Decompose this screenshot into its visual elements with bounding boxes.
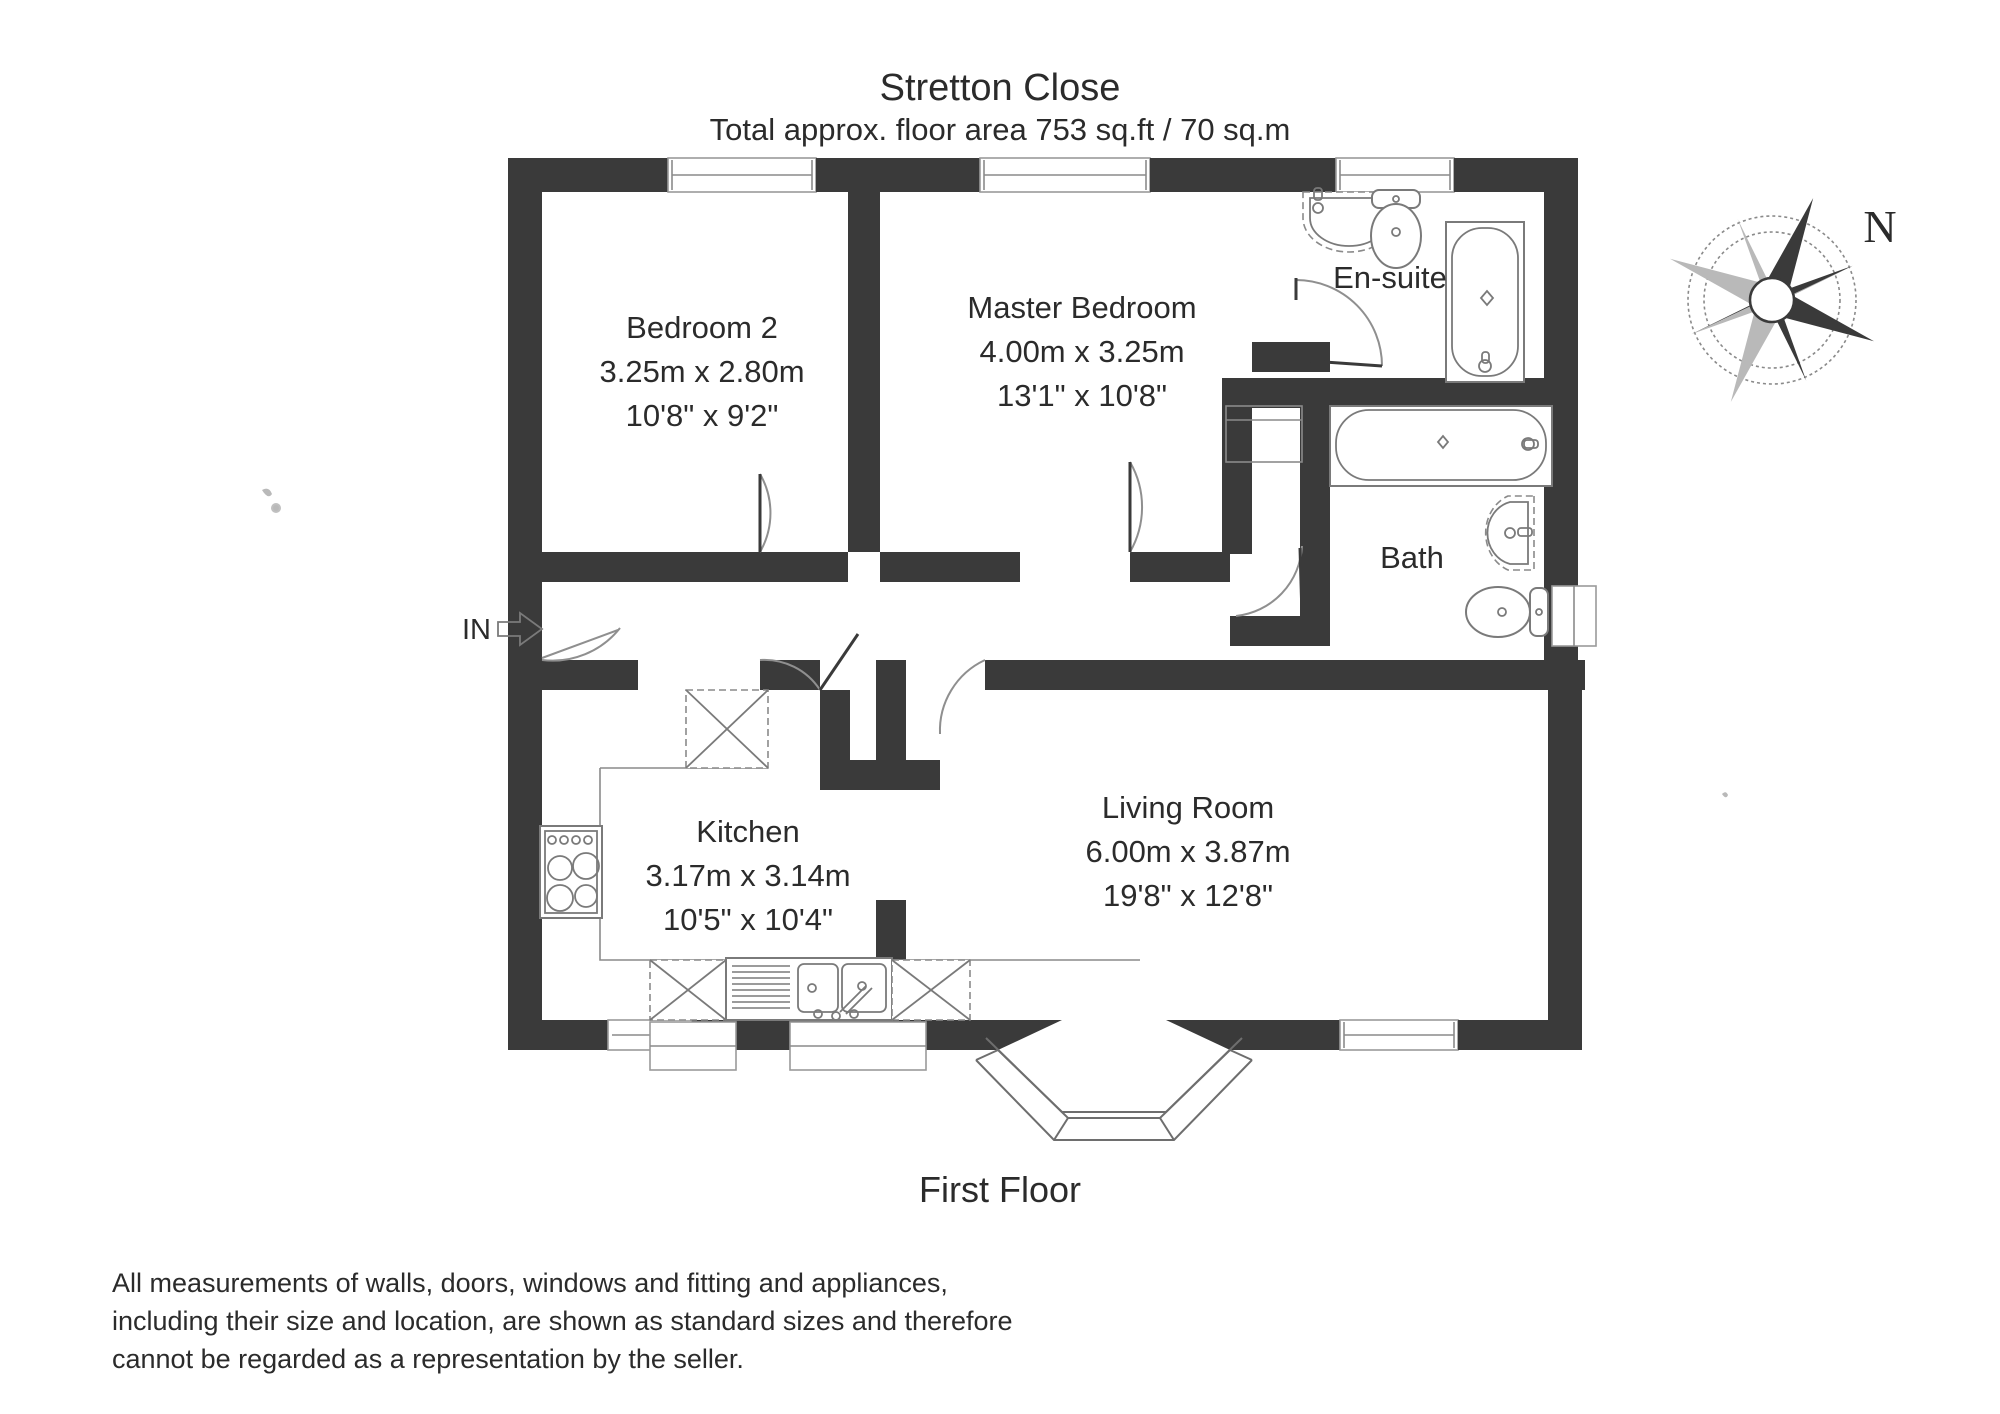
room-metric: 3.25m x 2.80m <box>599 354 804 389</box>
room-imperial: 13'1" x 10'8" <box>997 378 1167 413</box>
compass-rose-icon: N <box>1670 198 1897 402</box>
window-bedroom2 <box>667 157 817 193</box>
disclaimer: All measurements of walls, doors, window… <box>112 1268 1013 1374</box>
room-label-bedroom2: Bedroom 2 3.25m x 2.80m 10'8" x 9'2" <box>599 310 804 433</box>
room-label-master-bedroom: Master Bedroom 4.00m x 3.25m 13'1" x 10'… <box>967 290 1196 413</box>
room-label-ensuite: En-suite <box>1333 260 1447 295</box>
room-label-bath: Bath <box>1380 540 1444 575</box>
kitchen-cabinet-icon <box>685 689 769 769</box>
room-name: Master Bedroom <box>967 290 1196 325</box>
page-subtitle: Total approx. floor area 753 sq.ft / 70 … <box>710 112 1291 147</box>
bath-toilet-icon <box>1465 586 1549 638</box>
room-name: En-suite <box>1333 260 1447 295</box>
disclaimer-line-1: All measurements of walls, doors, window… <box>112 1268 948 1298</box>
entrance-label: IN <box>462 614 491 646</box>
bay-window <box>975 1037 1253 1141</box>
ensuite-bath-icon <box>1445 221 1525 383</box>
room-metric: 6.00m x 3.87m <box>1085 834 1290 869</box>
room-name: Bedroom 2 <box>626 310 778 345</box>
room-imperial: 10'5" x 10'4" <box>663 902 833 937</box>
kitchen-sink-icon <box>725 957 893 1021</box>
kitchen-outside-ledges <box>649 1021 927 1071</box>
kitchen-hob-icon <box>539 825 603 919</box>
walls-upper <box>508 157 1578 678</box>
disclaimer-line-2: including their size and location, are s… <box>112 1306 1013 1336</box>
arrow-right-icon <box>497 611 544 647</box>
room-imperial: 19'8" x 12'8" <box>1103 878 1273 913</box>
ensuite-toilet-icon <box>1370 189 1422 269</box>
room-imperial: 10'8" x 9'2" <box>626 398 779 433</box>
bath-fixtures <box>1329 405 1597 647</box>
entrance-marker: IN <box>462 611 544 647</box>
bath-basin-icon <box>1484 495 1535 571</box>
kitchen-cabinet-left-icon <box>649 959 727 1021</box>
room-label-living-room: Living Room 6.00m x 3.87m 19'8" x 12'8" <box>1085 790 1290 913</box>
window-master-bedroom <box>979 157 1151 193</box>
bath-bathtub-icon <box>1329 405 1553 487</box>
window-living-room <box>1339 1019 1459 1051</box>
room-name: Kitchen <box>696 814 799 849</box>
room-name: Living Room <box>1102 790 1274 825</box>
walls-lower <box>508 660 1585 1141</box>
disclaimer-line-3: cannot be regarded as a representation b… <box>112 1344 744 1374</box>
hall-cupboard <box>1225 405 1303 463</box>
window-ensuite <box>1335 157 1455 193</box>
doors <box>541 278 1383 735</box>
kitchen-cabinet-right-icon <box>891 959 971 1021</box>
kitchen-fixtures <box>539 689 1140 1071</box>
compass-north-label: N <box>1863 201 1896 252</box>
bath-cabinet-icon <box>1551 585 1597 647</box>
page-title: Stretton Close <box>880 67 1121 109</box>
room-name: Bath <box>1380 540 1444 575</box>
ensuite-fixtures <box>1302 187 1525 383</box>
floor-label: First Floor <box>919 1169 1081 1210</box>
room-metric: 4.00m x 3.25m <box>979 334 1184 369</box>
room-metric: 3.17m x 3.14m <box>645 858 850 893</box>
room-label-kitchen: Kitchen 3.17m x 3.14m 10'5" x 10'4" <box>645 814 850 937</box>
scan-artefacts <box>262 488 1728 798</box>
